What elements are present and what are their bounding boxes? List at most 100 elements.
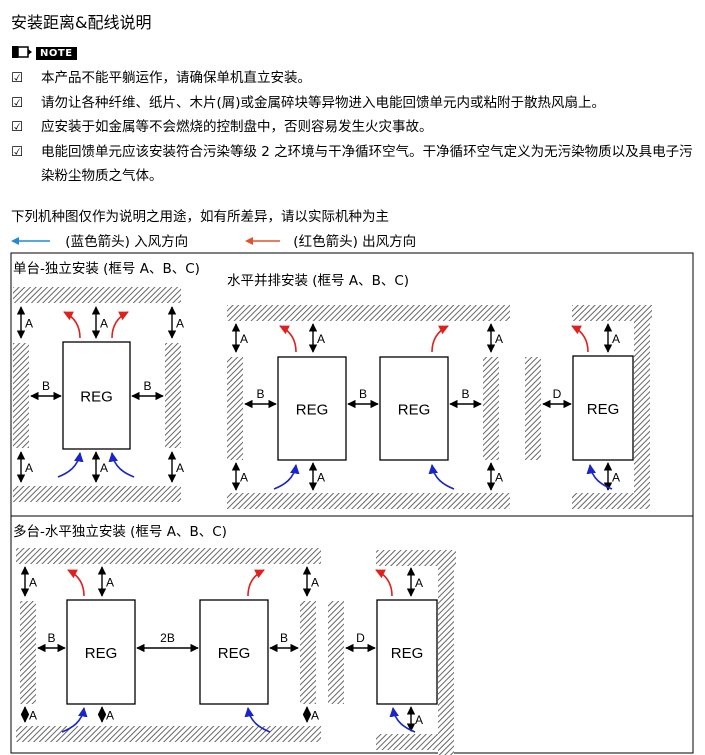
red-arrow-icon [245, 234, 281, 250]
dimension-label: A [415, 576, 423, 590]
note-header: NOTE [11, 45, 77, 61]
checkbox-icon: ☑ [11, 70, 24, 86]
dimension-label: A [495, 332, 503, 346]
diagram-frame [10, 252, 694, 754]
list-item: ☑ 电能回馈单元应该安装符合污染等级 2 之环境与干净循环空气。干净循环空气定义… [11, 140, 701, 189]
list-item-text: 电能回馈单元应该安装符合污染等级 2 之环境与干净循环空气。干净循环空气定义为无… [41, 143, 693, 185]
hatched-wall [572, 305, 652, 321]
outflow-arrow [247, 569, 265, 597]
hatched-wall [16, 726, 321, 742]
hatched-wall [300, 601, 316, 704]
reg-label: REG [587, 401, 620, 418]
reg-unit [199, 599, 269, 705]
dimension-label: A [317, 471, 325, 485]
reg-label: REG [85, 645, 118, 662]
hatched-wall [13, 343, 29, 448]
hatched-wall [376, 734, 454, 750]
legend-inflow: (蓝色箭头) 入风方向 [11, 230, 188, 250]
dimension-label: A [612, 332, 620, 346]
list-item: ☑ 应安装于如金属等不会燃烧的控制盘中，否则容易发生火灾事故。 [11, 115, 701, 140]
outflow-arrow [279, 325, 297, 353]
hatched-wall [572, 493, 650, 509]
dimension-label: B [42, 379, 50, 393]
reg-unit [376, 599, 438, 705]
airflow-arrows [57, 311, 613, 733]
wall-hatching [13, 287, 652, 755]
inflow-arrow [57, 452, 84, 478]
reg-label: REG [391, 645, 424, 662]
reg-unit [62, 341, 131, 450]
list-item-text: 请勿让各种纤维、纸片、木片(屑)或金属碎块等异物进入电能回馈单元内或粘附于散热风… [41, 94, 606, 111]
outflow-arrow [375, 569, 393, 597]
dimension-label: A [176, 461, 184, 475]
dimension-label: A [25, 317, 33, 331]
legend-outflow-text: (红色箭头) 出风方向 [293, 234, 417, 250]
dimension-label: A [29, 576, 37, 590]
hatched-wall [20, 601, 36, 704]
reg-label: REG [296, 402, 329, 419]
inflow-arrow [586, 464, 613, 490]
dimension-label: A [29, 709, 37, 723]
inflow-arrow [428, 464, 455, 490]
outflow-arrow [67, 569, 85, 597]
legend-inflow-text: (蓝色箭头) 入风方向 [65, 234, 189, 250]
dimension-label: D [356, 631, 365, 645]
outflow-arrow [63, 311, 81, 339]
hatched-wall [16, 548, 321, 564]
legend-outflow: (红色箭头) 出风方向 [245, 230, 416, 250]
hatched-wall [227, 305, 510, 321]
inflow-arrow [244, 707, 271, 733]
dimension-label: A [176, 317, 184, 331]
dimension-label: A [106, 576, 114, 590]
reg-label: REG [218, 645, 251, 662]
dimension-label: D [553, 387, 562, 401]
section-horizontal-title: 水平并排安装 (框号 A、B、C) [227, 273, 410, 289]
dimension-label: A [495, 471, 503, 485]
hatched-wall [525, 357, 541, 460]
hatched-wall [13, 287, 181, 303]
dimension-label: A [240, 332, 248, 346]
list-item-text: 应安装于如金属等不会燃烧的控制盘中，否则容易发生火灾事故。 [41, 119, 433, 135]
dimension-label: B [143, 379, 151, 393]
section-multi-title: 多台-水平独立安装 (框号 A、B、C) [13, 524, 227, 540]
hatched-wall [634, 321, 650, 509]
dimension-label: A [100, 317, 108, 331]
dimension-label: A [106, 709, 114, 723]
inflow-arrow [389, 707, 416, 733]
dimension-label: B [461, 387, 469, 401]
outflow-arrow [571, 325, 589, 353]
reg-unit [66, 599, 136, 705]
blue-arrow-icon [11, 234, 51, 250]
hatched-wall [227, 493, 510, 509]
reg-unit [379, 356, 449, 461]
note-hand-icon [11, 44, 33, 63]
hatched-wall [438, 566, 454, 755]
checkbox-icon: ☑ [11, 119, 24, 135]
dimension-label: A [311, 709, 319, 723]
dimension-label: A [100, 461, 108, 475]
page-title: 安装距离&配线说明 [11, 13, 152, 32]
hatched-wall [483, 357, 499, 460]
inflow-arrow [273, 464, 300, 490]
inflow-arrow [61, 707, 88, 733]
hatched-wall [376, 550, 456, 566]
dimension-label: A [311, 576, 319, 590]
dimension-label: B [280, 631, 288, 645]
dimension-label: 2B [160, 631, 175, 645]
checkbox-icon: ☑ [11, 94, 24, 111]
intro-text: 下列机种图仅作为说明之用途，如有所差异，请以实际机种为主 [11, 209, 389, 225]
outflow-arrow [431, 325, 449, 353]
dimension-label: A [415, 713, 423, 727]
list-item-text: 本产品不能平躺运作，请确保单机直立安装。 [41, 70, 311, 86]
reg-label: REG [398, 402, 431, 419]
hatched-wall [328, 601, 344, 704]
dimension-label: A [240, 471, 248, 485]
outflow-arrow [111, 311, 129, 339]
list-item: ☑ 本产品不能平躺运作，请确保单机直立安装。 [11, 66, 701, 91]
inflow-arrow [108, 452, 135, 478]
dimension-label: B [359, 387, 367, 401]
section-single-title: 单台-独立安装 (框号 A、B、C) [13, 261, 200, 277]
